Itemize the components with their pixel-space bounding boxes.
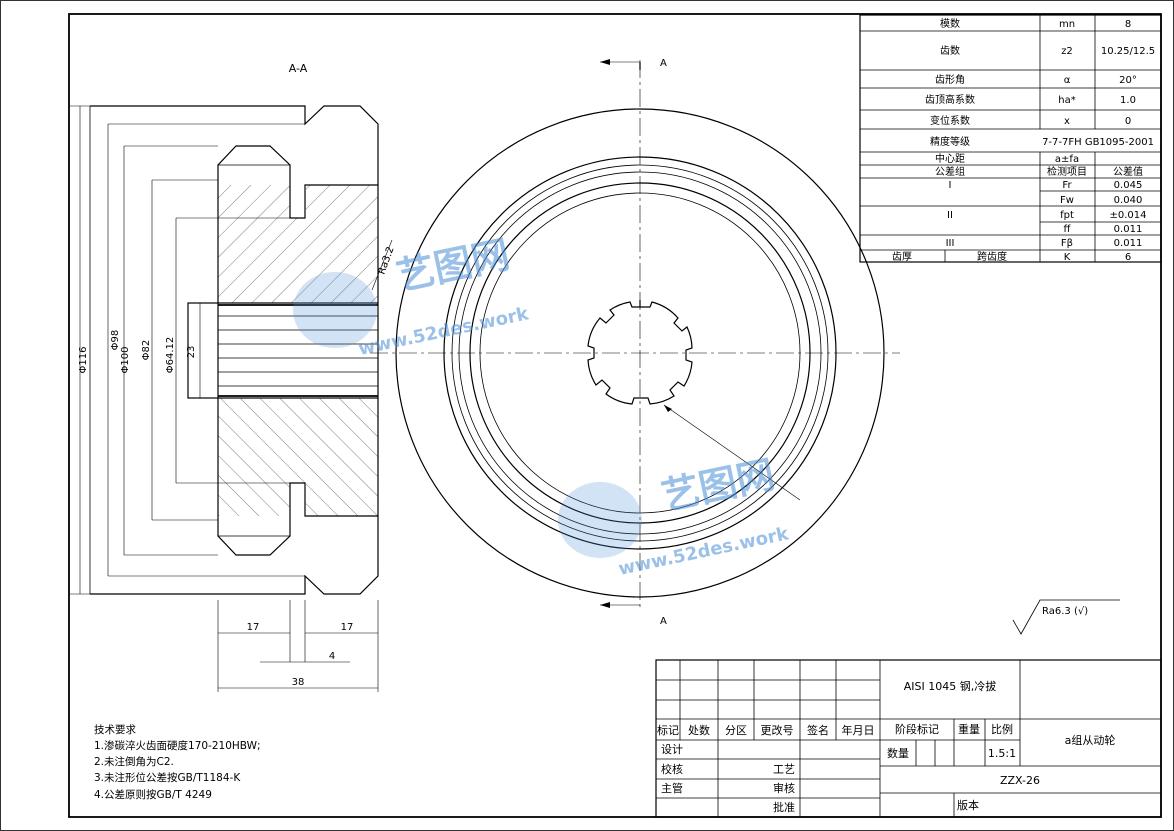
tech-req-item-1: 2.未注倒角为C2. — [94, 755, 174, 768]
param-name-3: 齿顶高系数 — [925, 93, 975, 106]
technical-requirements: 技术要求 1.渗碳淬火齿面硬度170-210HBW; 2.未注倒角为C2. 3.… — [94, 723, 261, 801]
label-doc-no: 更改号 — [761, 723, 794, 737]
param-value-4: 0 — [1125, 116, 1131, 127]
tech-req-item-3: 4.公差原则按GB/T 4249 — [94, 788, 212, 801]
param-value-3: 1.0 — [1120, 95, 1136, 106]
param-symbol-3: ha* — [1058, 95, 1075, 106]
gear-parameter-table: 模数 mn 8 齿数 z2 10.25/12.5 齿形角 α 20° 齿顶高系数… — [859, 14, 1162, 263]
label-qty: 数量 — [887, 747, 909, 760]
tol-header-group: 公差组 — [935, 165, 965, 178]
view-label: A-A — [289, 62, 308, 75]
label-weight: 重量 — [958, 722, 980, 736]
label-stage: 阶段标记 — [895, 722, 939, 736]
watermark-url-2: www.52des.work — [617, 523, 792, 580]
dim-d100: Φ100 — [120, 347, 131, 374]
section-mark-bottom: A — [660, 616, 667, 627]
label-zone: 分区 — [725, 724, 747, 737]
param-name-5: 精度等级 — [930, 135, 970, 148]
scale-value: 1.5:1 — [988, 747, 1016, 760]
dim-d64: Φ64.12 — [165, 337, 176, 374]
dim-d116: Φ116 — [78, 347, 89, 374]
dim-web4: 4 — [329, 651, 335, 662]
title-drawing-no: ZZX-26 — [1000, 774, 1040, 787]
label-mark: 标记 — [657, 723, 679, 737]
title-material: AISI 1045 钢,冷拔 — [904, 679, 996, 693]
dim-left17: 17 — [247, 622, 260, 633]
front-view: A A — [370, 58, 900, 627]
label-count: 处数 — [688, 724, 710, 737]
label-scale: 比例 — [991, 722, 1013, 736]
label-process: 工艺 — [773, 763, 795, 776]
dim-w23: 23 — [186, 346, 197, 359]
dim-total38: 38 — [292, 677, 305, 688]
last-row-sub: 跨齿度 — [977, 250, 1007, 263]
section-view: A-A — [70, 62, 397, 692]
param-symbol-4: x — [1064, 116, 1070, 127]
label-main: 主管 — [661, 781, 683, 795]
tol-item-3: ff — [1064, 224, 1072, 235]
last-row-name: 齿厚 — [892, 251, 912, 263]
param-symbol-1: z2 — [1061, 46, 1073, 57]
label-sign: 签名 — [807, 723, 829, 737]
tol-item-4: Fβ — [1061, 238, 1073, 249]
tol-value-1: 0.040 — [1114, 195, 1143, 206]
tech-req-item-2: 3.未注形位公差按GB/T1184-K — [94, 771, 241, 784]
param-name-0: 模数 — [940, 17, 960, 30]
last-row-value: 6 — [1125, 252, 1131, 263]
label-check: 校核 — [661, 762, 683, 776]
tol-group-2: II — [947, 210, 953, 221]
param-value-5: 7-7-7FH GB1095-2001 — [1042, 137, 1154, 148]
param-value-6: a±fa — [1055, 154, 1079, 165]
param-name-4: 变位系数 — [930, 114, 970, 127]
tol-value-3: 0.011 — [1114, 224, 1143, 235]
param-name-6: 中心距 — [935, 152, 965, 165]
dim-d82: Φ82 — [141, 340, 152, 361]
title-block: AISI 1045 钢,冷拔 a组从动轮 ZZX-26 标记 处数 分区 更改号… — [655, 659, 1162, 818]
label-approve: 批准 — [773, 800, 795, 814]
inner-frame — [68, 13, 1162, 818]
label-date: 年月日 — [842, 723, 875, 737]
label-design: 设计 — [661, 743, 683, 756]
last-row-symbol: K — [1064, 252, 1071, 263]
surface-roughness-symbol: Ra6.3 (√) — [1012, 599, 1120, 635]
watermark-2: 艺图网 www.52des.work — [558, 452, 791, 580]
param-name-2: 齿形角 — [935, 74, 965, 86]
tech-req-title: 技术要求 — [94, 723, 136, 736]
tol-item-1: Fw — [1060, 195, 1074, 206]
dim-right17: 17 — [341, 622, 354, 633]
tol-header-item: 检测项目 — [1047, 165, 1087, 178]
tol-value-4: 0.011 — [1114, 238, 1143, 249]
title-part-name: a组从动轮 — [1065, 733, 1116, 747]
section-mark-top: A — [660, 58, 667, 69]
param-value-0: 8 — [1125, 19, 1131, 30]
tol-value-0: 0.045 — [1114, 180, 1143, 191]
param-value-1: 10.25/12.5 — [1101, 46, 1155, 57]
dim-d98: Φ98 — [110, 330, 121, 351]
tol-value-2: ±0.014 — [1109, 210, 1146, 221]
param-symbol-0: mn — [1059, 19, 1075, 30]
ra-surface: Ra6.3 (√) — [1042, 606, 1088, 617]
tech-req-item-0: 1.渗碳淬火齿面硬度170-210HBW; — [94, 739, 261, 752]
watermark-brand-2: 艺图网 — [658, 452, 779, 519]
param-name-1: 齿数 — [940, 44, 960, 57]
param-value-2: 20° — [1119, 75, 1137, 86]
tol-header-value: 公差值 — [1113, 165, 1143, 178]
watermark-brand-1: 艺图网 — [393, 232, 514, 299]
tol-item-0: Fr — [1062, 180, 1072, 191]
tol-item-2: fpt — [1060, 210, 1074, 221]
label-version: 版本 — [957, 798, 979, 812]
tol-group-0: I — [949, 180, 952, 191]
param-symbol-2: α — [1064, 75, 1071, 86]
label-review: 审核 — [773, 781, 795, 795]
tol-group-4: III — [946, 238, 955, 249]
